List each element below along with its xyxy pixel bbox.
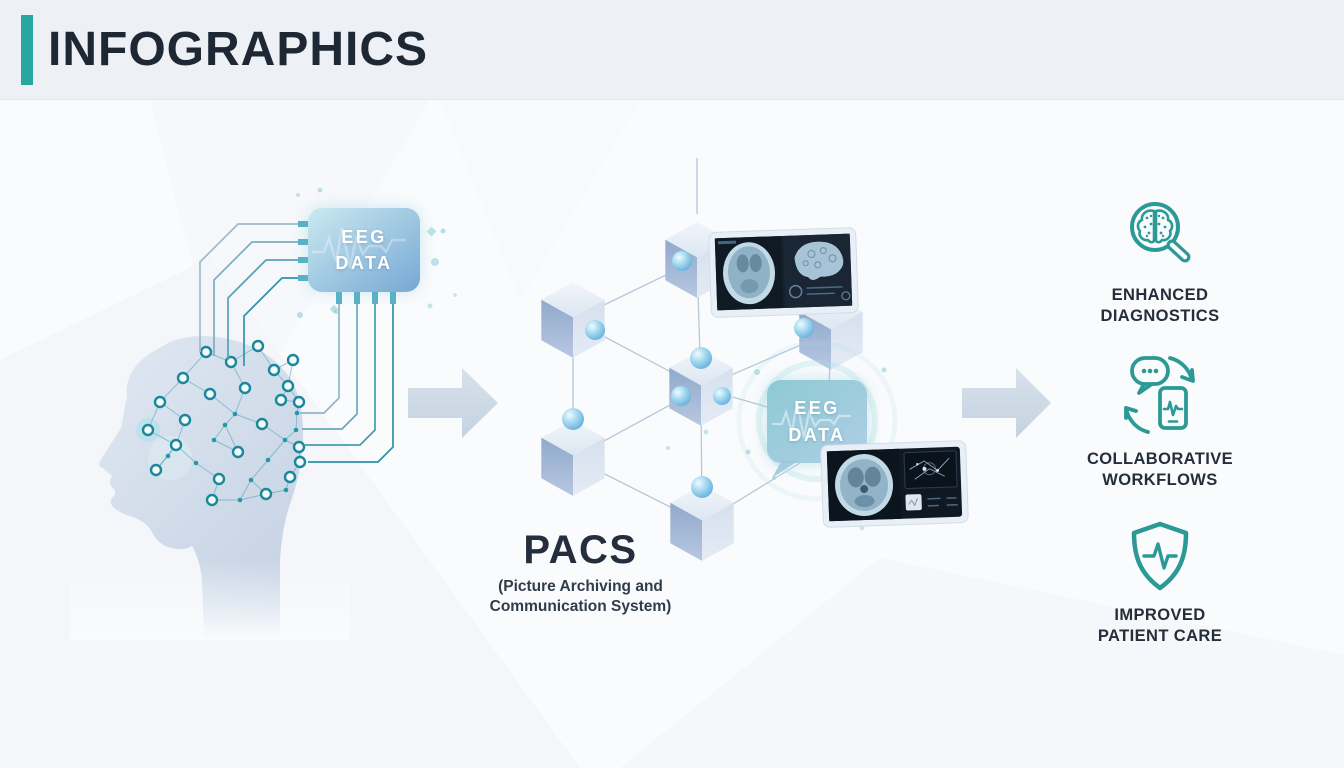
- flow-arrow-2: [962, 368, 1051, 438]
- flow-arrow-1: [408, 368, 498, 438]
- header-accent-bar: [21, 14, 33, 85]
- neck-fade: [70, 560, 350, 640]
- brain-network: [136, 339, 307, 507]
- header: INFOGRAPHICS: [0, 0, 1344, 100]
- medical-panel-1: [708, 227, 859, 318]
- page-title: INFOGRAPHICS: [48, 23, 429, 76]
- medical-panel-2: [820, 440, 969, 528]
- circuit-traces: [199, 223, 394, 463]
- pacs-network-links: [572, 158, 832, 524]
- eeg-chip-source: [298, 208, 420, 304]
- network-spheres: [562, 251, 814, 498]
- eeg-chip-pacs: [736, 340, 898, 502]
